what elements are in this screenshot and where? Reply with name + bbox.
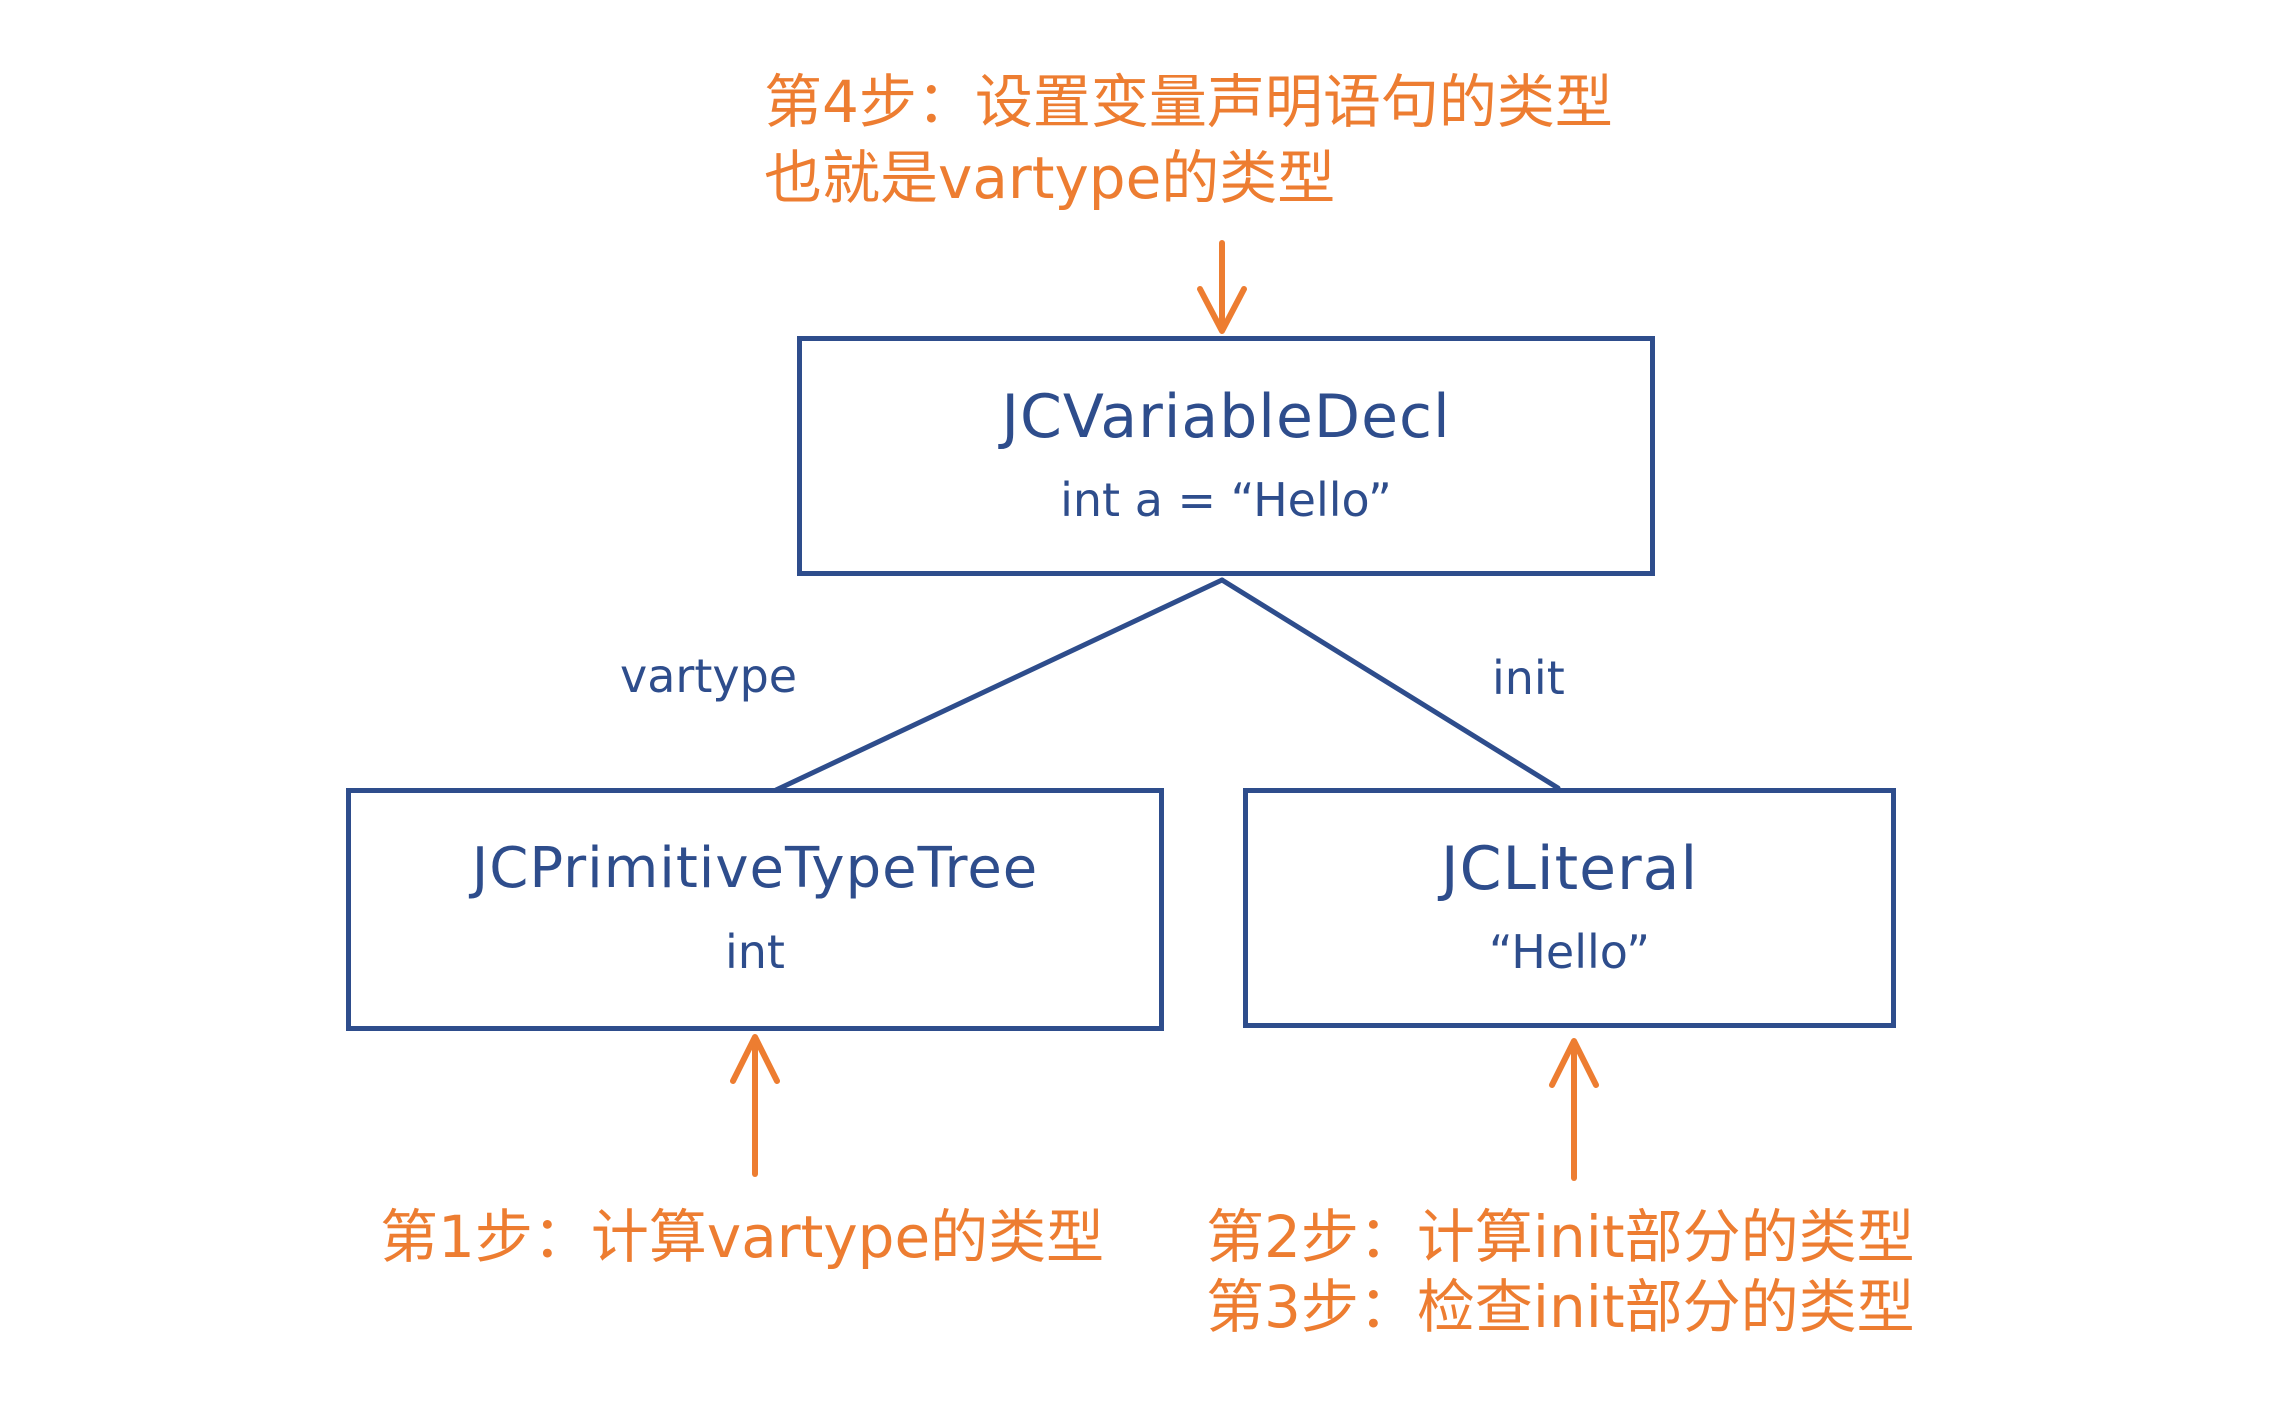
step23-arrow-up-icon	[1549, 1038, 1599, 1181]
edge-label-vartype: vartype	[620, 649, 798, 703]
annotation-step23: 第2步：计算init部分的类型 第3步：检查init部分的类型	[1206, 1202, 1915, 1342]
annotation-step4-line1: 第4步：设置变量声明语句的类型	[764, 68, 1613, 136]
edge-label-init: init	[1492, 651, 1565, 705]
node-subtitle: int a = “Hello”	[1060, 473, 1392, 527]
node-jcprimitivetypetree: JCPrimitiveTypeTree int	[346, 788, 1164, 1031]
annotation-step23-line1: 第2步：计算init部分的类型	[1206, 1203, 1915, 1271]
node-subtitle: “Hello”	[1488, 925, 1651, 979]
annotation-step1-line1: 第1步：计算vartype的类型	[380, 1203, 1105, 1271]
annotation-step23-line2: 第3步：检查init部分的类型	[1206, 1273, 1915, 1341]
node-jcvariabledecl: JCVariableDecl int a = “Hello”	[797, 336, 1655, 576]
annotation-step4-line2: 也就是vartype的类型	[764, 144, 1336, 212]
vartype-edge-line	[773, 577, 1225, 793]
annotation-step4: 第4步：设置变量声明语句的类型 也就是vartype的类型	[764, 64, 1613, 216]
annotation-step1: 第1步：计算vartype的类型	[380, 1202, 1104, 1272]
node-subtitle: int	[725, 925, 785, 979]
step1-arrow-up-icon	[730, 1034, 780, 1177]
node-title: JCLiteral	[1440, 834, 1699, 904]
step4-arrow-down-icon	[1197, 240, 1247, 334]
node-title: JCVariableDecl	[1001, 382, 1451, 452]
node-jcliteral: JCLiteral “Hello”	[1243, 788, 1896, 1028]
node-title: JCPrimitiveTypeTree	[471, 836, 1039, 901]
